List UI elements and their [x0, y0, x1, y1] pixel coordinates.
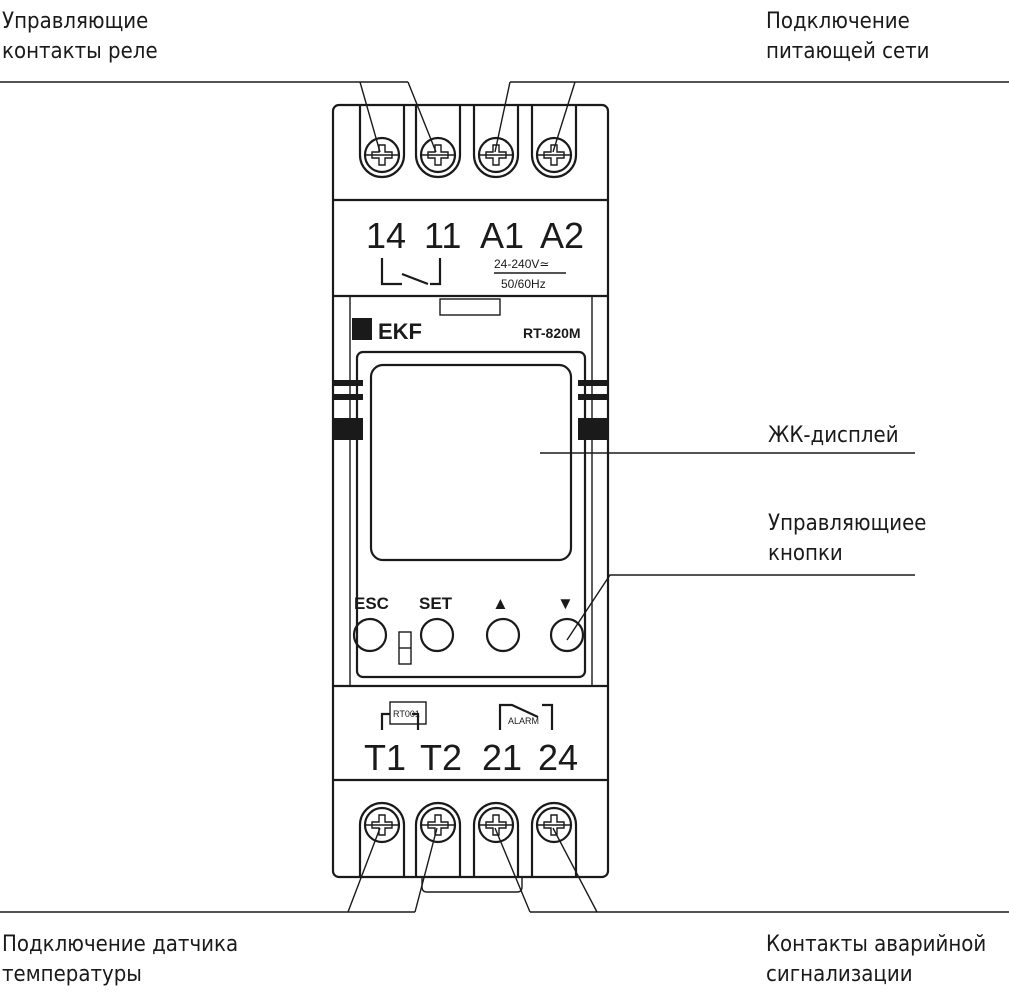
terminal-t1: T1: [364, 737, 406, 778]
callout-alarm-line1: Контакты аварийной: [766, 932, 986, 957]
callout-alarm-line2: сигнализации: [766, 962, 913, 987]
screw-icon: [472, 105, 520, 179]
terminal-11: 11: [424, 215, 461, 256]
frequency-label: 50/60Hz: [501, 277, 546, 291]
callout-relay-line2: контакты реле: [2, 39, 158, 64]
sensor-label: RT001: [393, 709, 420, 719]
up-label: ▲: [492, 594, 509, 613]
callout-sensor-line1: Подключение датчика: [2, 932, 238, 957]
terminal-a2: A2: [540, 215, 584, 256]
screw-icon: [472, 801, 520, 877]
screw-icon: [358, 801, 406, 877]
up-button[interactable]: [485, 617, 521, 653]
relay-contact-symbol: [380, 258, 442, 286]
terminal-24: 24: [538, 737, 578, 778]
callout-power-line2: питающей сети: [766, 39, 930, 64]
esc-button[interactable]: [352, 617, 388, 653]
bottom-terminal-screws: [358, 801, 578, 877]
alarm-label: ALARM: [508, 716, 539, 726]
terminal-t2: T2: [420, 737, 462, 778]
ekf-logo-icon: [352, 318, 372, 340]
screw-icon: [358, 105, 406, 179]
callout-power-line1: Подключение: [766, 9, 910, 34]
top-terminal-screws: [358, 105, 578, 179]
screw-icon: [414, 801, 462, 877]
device-body: [331, 103, 610, 893]
terminal-21: 21: [482, 737, 522, 778]
callout-lcd: ЖК-дисплей: [768, 423, 899, 448]
screw-icon: [530, 801, 578, 877]
down-label: ▼: [557, 594, 574, 613]
callout-sensor-line2: температуры: [2, 962, 142, 987]
esc-label: ESC: [354, 594, 389, 613]
screw-icon: [414, 105, 462, 179]
model-label: RT-820M: [523, 325, 581, 341]
set-label: SET: [419, 594, 453, 613]
callout-buttons-line1: Управляющиее: [768, 511, 926, 536]
terminal-a1: A1: [480, 215, 524, 256]
terminal-14: 14: [366, 215, 406, 256]
set-button[interactable]: [419, 617, 455, 653]
screw-icon: [530, 105, 578, 179]
callout-relay-line1: Управляющие: [2, 9, 148, 34]
leader-lines: [0, 81, 1009, 913]
voltage-label: 24-240V≃: [494, 257, 549, 271]
brand-label: EKF: [378, 319, 422, 344]
callout-buttons-line2: кнопки: [768, 541, 843, 566]
down-button[interactable]: [549, 617, 585, 653]
